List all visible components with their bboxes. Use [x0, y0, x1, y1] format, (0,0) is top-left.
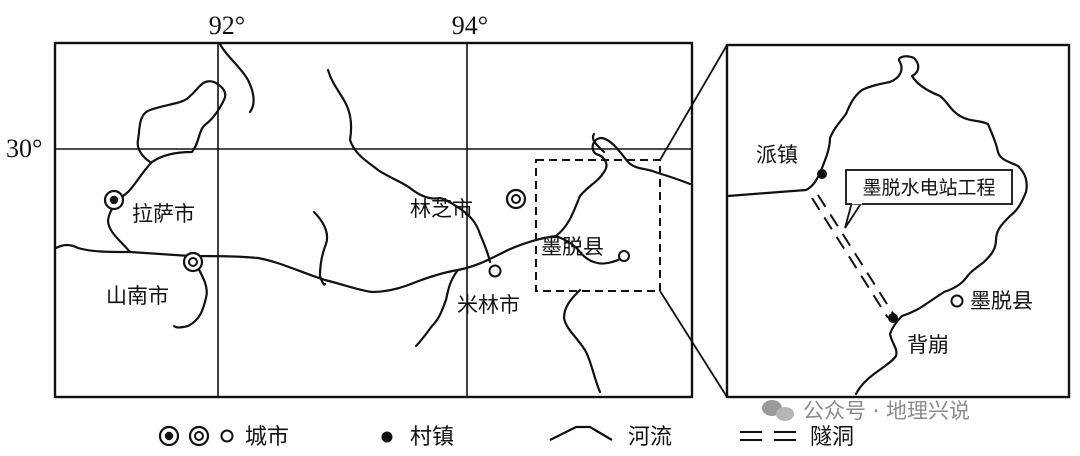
label-mainling: 米林市 [457, 293, 520, 317]
callout-box [845, 169, 1013, 205]
inset-frame [725, 43, 1071, 399]
river-upper-92 [218, 42, 255, 114]
inset-extent-box [535, 159, 661, 292]
watermark-text: 公众号 · 地理兴说 [803, 399, 970, 423]
river-main [54, 136, 692, 294]
label-shannan: 山南市 [106, 284, 169, 308]
label-paizhen: 派镇 [756, 143, 798, 167]
legend: 城市 村镇 河流 隧洞 [158, 425, 854, 450]
legend-city-symbols [158, 425, 234, 447]
connector-top [659, 44, 728, 161]
callout-project: 墨脱水电站工程 [862, 177, 995, 199]
label-lhasa: 拉萨市 [132, 202, 195, 226]
legend-village-symbol [381, 431, 393, 443]
watermark: 公众号 · 地理兴说 [762, 399, 970, 423]
city-medog [618, 250, 630, 262]
river-upper-right [591, 132, 606, 154]
village-paizhen [817, 169, 827, 179]
label-inset-medog: 墨脱县 [970, 289, 1033, 313]
tunnel [811, 194, 895, 319]
label-92: 92° [209, 11, 245, 40]
city-nyingchi [505, 188, 527, 210]
label-nyingchi: 林芝市 [410, 197, 473, 221]
connector-bottom [659, 290, 728, 398]
city-shannan [182, 251, 204, 273]
inset-river-great-bend [726, 55, 1028, 396]
river-mainling-south [414, 268, 460, 348]
river-lhasa [106, 80, 227, 254]
callout-pointer [844, 201, 863, 229]
label-30: 30° [6, 134, 42, 163]
city-lhasa [103, 189, 125, 211]
label-beibeng: 背崩 [907, 333, 949, 357]
label-medog: 墨脱县 [541, 235, 604, 259]
inset-city-medog [950, 294, 964, 308]
city-mainling [488, 264, 502, 278]
main-rivers [54, 42, 692, 394]
main-map: 92° 94° 30° [6, 11, 694, 399]
legend-village-label: 村镇 [410, 425, 454, 450]
river-shannan [172, 254, 208, 329]
wechat-icon [762, 400, 794, 421]
river-nyang [326, 68, 492, 264]
legend-river-symbol [549, 425, 613, 441]
legend-city-label: 城市 [245, 425, 289, 450]
inset-map: 派镇 背崩 墨脱县 墨脱水电站工程 [725, 43, 1071, 399]
river-medog-south [562, 288, 602, 394]
river-mid-trib [312, 210, 329, 286]
legend-river-label: 河流 [628, 425, 672, 450]
main-map-frame [53, 41, 694, 399]
village-beibeng [888, 313, 898, 323]
label-94: 94° [452, 11, 488, 40]
legend-tunnel-label: 隧洞 [810, 425, 854, 450]
legend-tunnel-symbol [740, 431, 796, 441]
